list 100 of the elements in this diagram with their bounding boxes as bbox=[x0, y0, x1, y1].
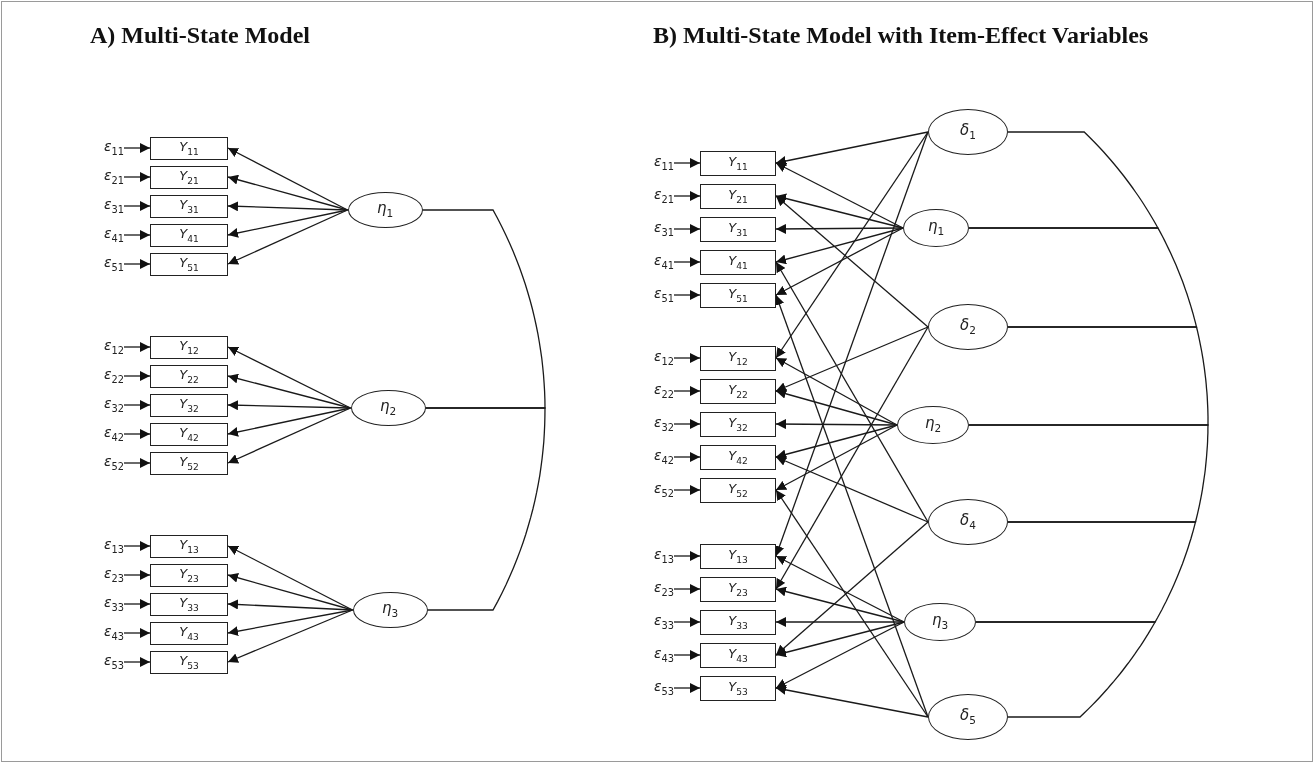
error-term-label: ε$_{23}$ bbox=[630, 578, 674, 600]
observed-variable-box: Y$_{43}$ bbox=[150, 621, 228, 645]
error-term-label: ε$_{21}$ bbox=[80, 166, 124, 188]
error-term-label: ε$_{41}$ bbox=[80, 224, 124, 246]
arrow bbox=[123, 570, 151, 580]
arrow bbox=[673, 353, 701, 363]
arrow bbox=[673, 224, 701, 234]
error-term-label: ε$_{41}$ bbox=[630, 251, 674, 273]
error-term-label: ε$_{21}$ bbox=[630, 185, 674, 207]
arrow bbox=[227, 407, 352, 464]
arrow bbox=[123, 259, 151, 269]
arrow bbox=[775, 357, 898, 426]
arrow bbox=[123, 429, 151, 439]
latent-variable-ellipse: η$_{1}$ bbox=[903, 209, 969, 247]
arrow bbox=[123, 143, 151, 153]
arrow bbox=[123, 400, 151, 410]
arrow bbox=[673, 584, 701, 594]
observed-variable-box: Y$_{22}$ bbox=[150, 364, 228, 388]
arrow bbox=[123, 628, 151, 638]
arrow bbox=[775, 555, 905, 623]
observed-variable-box: Y$_{12}$ bbox=[150, 335, 228, 359]
error-term-label: ε$_{23}$ bbox=[80, 564, 124, 586]
latent-variable-ellipse: δ$_{4}$ bbox=[928, 499, 1008, 545]
arrow bbox=[123, 657, 151, 667]
observed-variable-box: Y$_{21}$ bbox=[700, 183, 776, 209]
correlation-line bbox=[424, 407, 546, 611]
observed-variable-box: Y$_{33}$ bbox=[150, 592, 228, 616]
observed-variable-box: Y$_{31}$ bbox=[150, 194, 228, 218]
error-term-label: ε$_{12}$ bbox=[80, 336, 124, 358]
error-term-label: ε$_{22}$ bbox=[80, 365, 124, 387]
arrow bbox=[673, 419, 701, 429]
observed-variable-box: Y$_{31}$ bbox=[700, 216, 776, 242]
latent-variable-ellipse: η$_{2}$ bbox=[350, 390, 426, 426]
arrow bbox=[123, 599, 151, 609]
arrow bbox=[227, 209, 349, 265]
observed-variable-box: Y$_{22}$ bbox=[700, 378, 776, 404]
observed-variable-box: Y$_{32}$ bbox=[700, 411, 776, 437]
observed-variable-box: Y$_{42}$ bbox=[150, 422, 228, 446]
arrow bbox=[673, 551, 701, 561]
latent-variable-ellipse: η$_{3}$ bbox=[352, 592, 428, 628]
arrow bbox=[227, 609, 354, 663]
observed-variable-box: Y$_{13}$ bbox=[150, 534, 228, 558]
arrow bbox=[775, 227, 904, 265]
error-term-label: ε$_{43}$ bbox=[630, 644, 674, 666]
correlation-line bbox=[968, 424, 1209, 523]
error-term-label: ε$_{13}$ bbox=[630, 545, 674, 567]
arrow bbox=[775, 424, 898, 460]
error-term-label: ε$_{53}$ bbox=[630, 677, 674, 699]
error-term-label: ε$_{52}$ bbox=[630, 479, 674, 501]
arrow bbox=[673, 617, 701, 627]
arrow bbox=[673, 290, 701, 300]
observed-variable-box: Y$_{41}$ bbox=[150, 223, 228, 247]
arrow bbox=[227, 147, 349, 211]
arrow bbox=[775, 489, 929, 718]
observed-variable-box: Y$_{32}$ bbox=[150, 393, 228, 417]
error-term-label: ε$_{42}$ bbox=[630, 446, 674, 468]
observed-variable-box: Y$_{52}$ bbox=[150, 451, 228, 475]
latent-variable-ellipse: δ$_{5}$ bbox=[928, 694, 1008, 740]
observed-variable-box: Y$_{23}$ bbox=[700, 576, 776, 602]
observed-variable-box: Y$_{42}$ bbox=[700, 444, 776, 470]
latent-variable-ellipse: η$_{3}$ bbox=[904, 603, 976, 641]
correlation-line bbox=[975, 621, 1157, 718]
error-term-label: ε$_{32}$ bbox=[80, 394, 124, 416]
error-term-label: ε$_{52}$ bbox=[80, 452, 124, 474]
error-term-label: ε$_{53}$ bbox=[80, 651, 124, 673]
error-term-label: ε$_{22}$ bbox=[630, 380, 674, 402]
arrow bbox=[673, 485, 701, 495]
panel-title: B) Multi-State Model with Item-Effect Variables bbox=[653, 22, 1149, 49]
arrow bbox=[775, 621, 905, 658]
arrow bbox=[774, 131, 929, 557]
arrow bbox=[673, 452, 701, 462]
latent-variable-ellipse: δ$_{2}$ bbox=[928, 304, 1008, 350]
arrow bbox=[775, 162, 904, 229]
arrow bbox=[227, 545, 354, 611]
error-term-label: ε$_{32}$ bbox=[630, 413, 674, 435]
arrow bbox=[774, 294, 929, 718]
arrow bbox=[673, 158, 701, 168]
error-term-label: ε$_{42}$ bbox=[80, 423, 124, 445]
arrow bbox=[775, 521, 929, 656]
observed-variable-box: Y$_{21}$ bbox=[150, 165, 228, 189]
observed-variable-box: Y$_{52}$ bbox=[700, 477, 776, 503]
arrow bbox=[673, 191, 701, 201]
arrow bbox=[775, 131, 929, 359]
observed-variable-box: Y$_{51}$ bbox=[700, 282, 776, 308]
arrow bbox=[775, 131, 929, 166]
error-term-label: ε$_{12}$ bbox=[630, 347, 674, 369]
arrow bbox=[673, 683, 701, 693]
arrow bbox=[673, 386, 701, 396]
observed-variable-box: Y$_{51}$ bbox=[150, 252, 228, 276]
error-term-label: ε$_{13}$ bbox=[80, 535, 124, 557]
error-term-label: ε$_{51}$ bbox=[80, 253, 124, 275]
arrow bbox=[123, 541, 151, 551]
observed-variable-box: Y$_{12}$ bbox=[700, 345, 776, 371]
observed-variable-box: Y$_{43}$ bbox=[700, 642, 776, 668]
arrow bbox=[775, 621, 905, 689]
correlation-line bbox=[968, 227, 1198, 328]
error-term-label: ε$_{51}$ bbox=[630, 284, 674, 306]
error-term-label: ε$_{31}$ bbox=[630, 218, 674, 240]
arrow bbox=[123, 458, 151, 468]
arrow bbox=[673, 650, 701, 660]
